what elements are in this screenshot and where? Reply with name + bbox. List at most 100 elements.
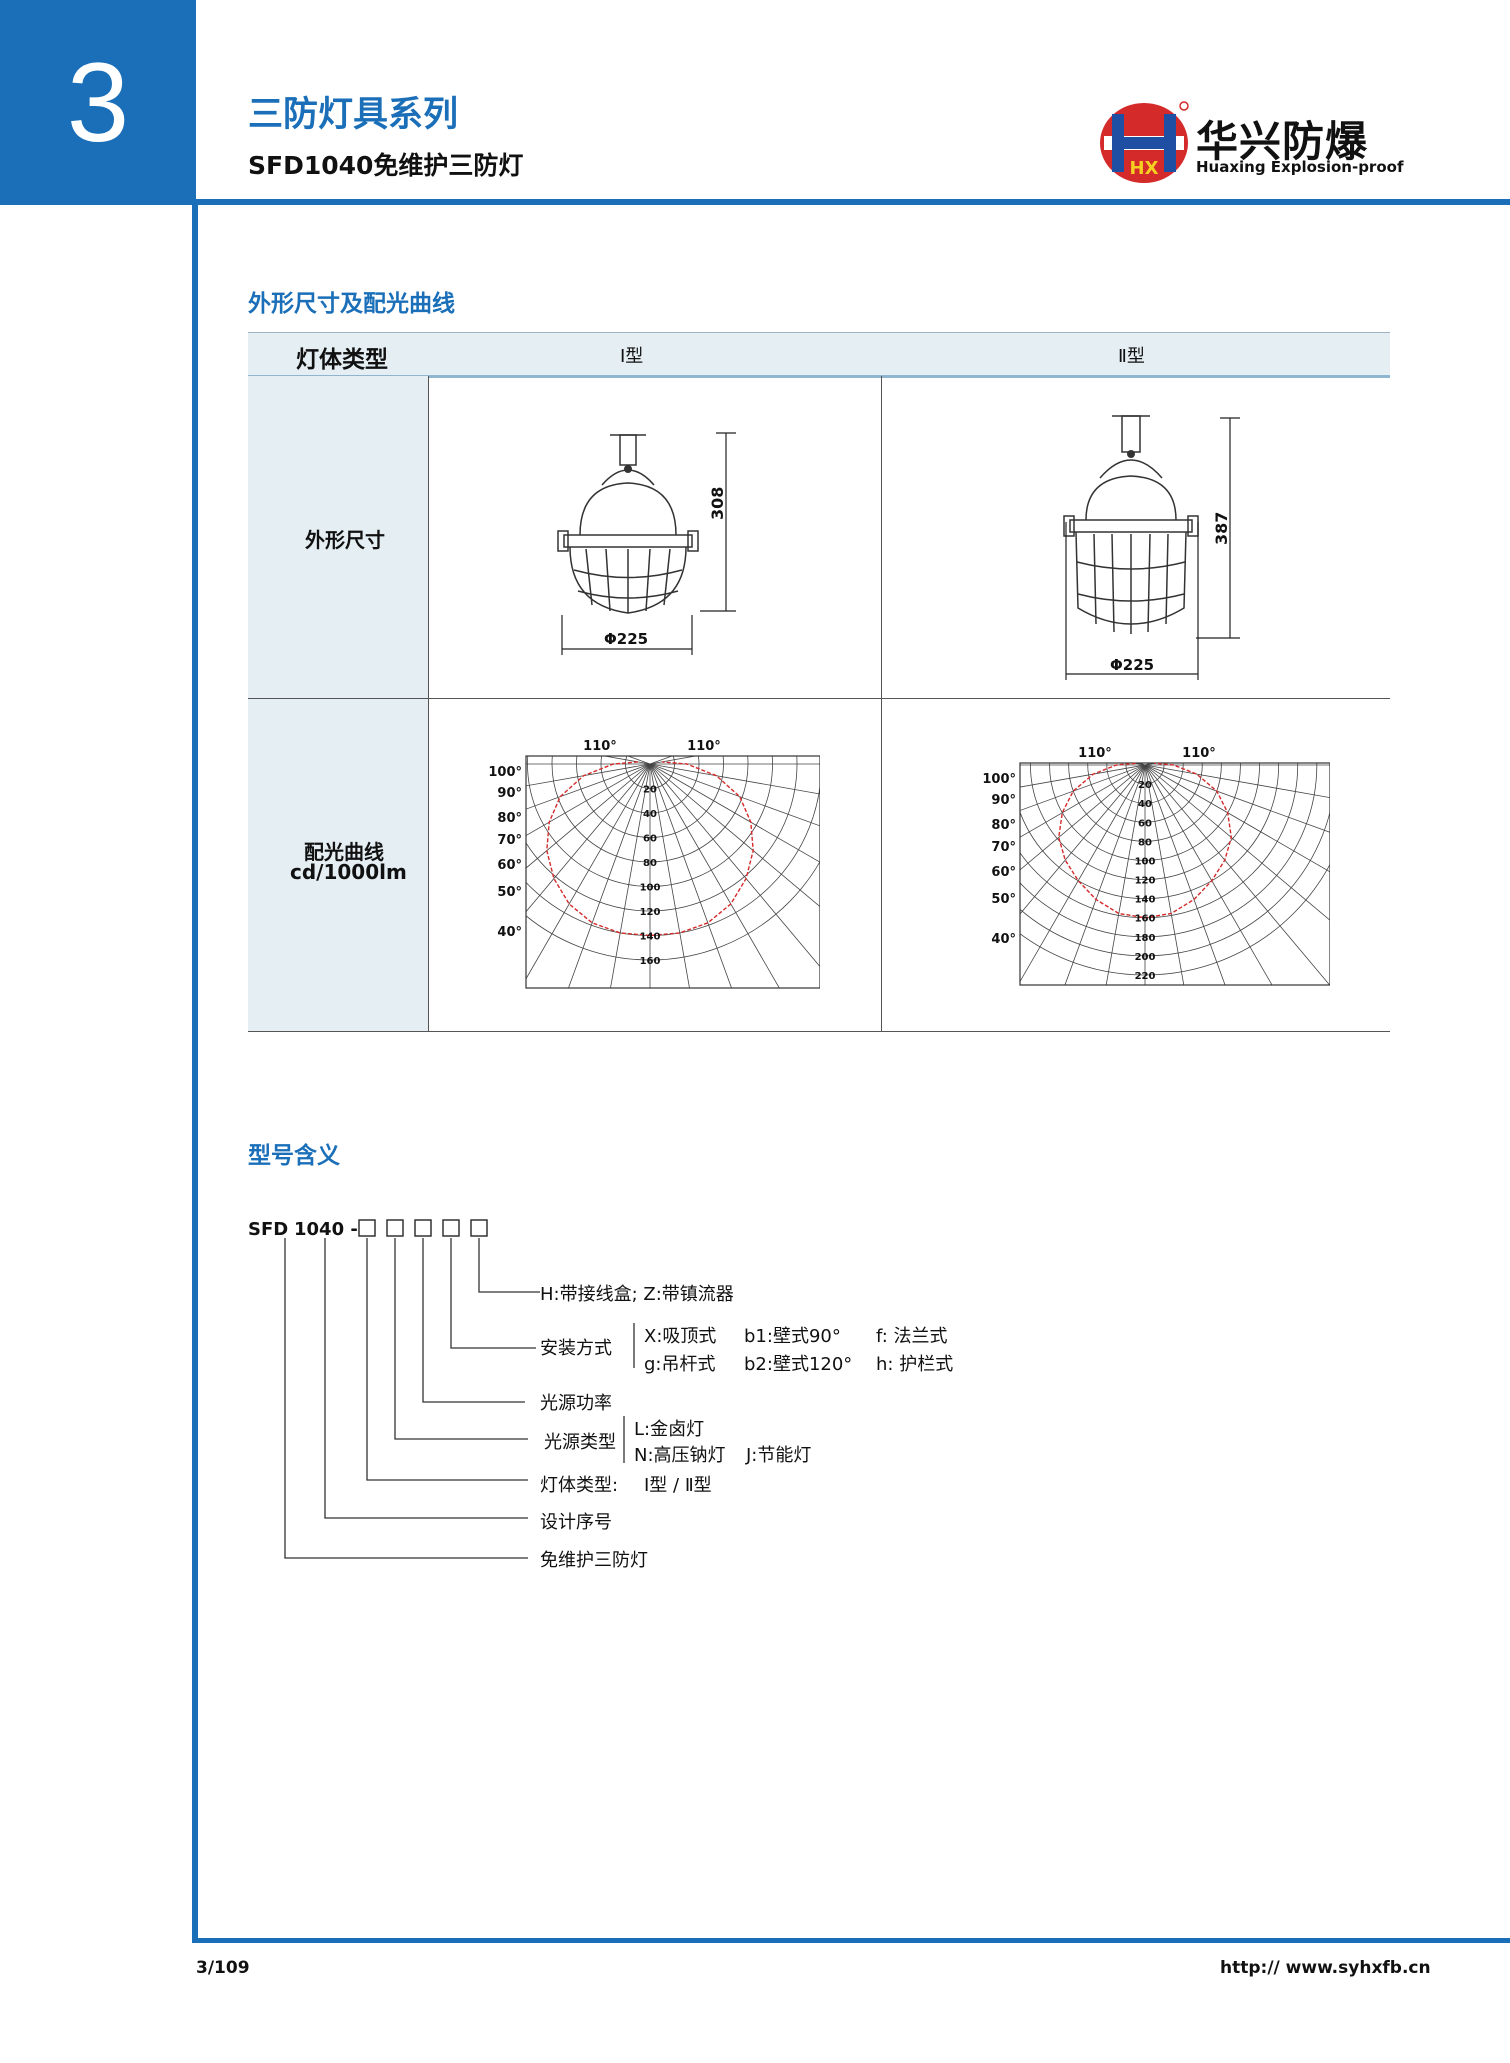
website-url: http:// www.syhxfb.cn — [1220, 1958, 1431, 1978]
type1-diameter-label: Φ225 — [604, 630, 649, 648]
header-body-type: 灯体类型 — [296, 347, 388, 373]
radial-label: 60 — [1138, 818, 1152, 829]
polar-spoke — [568, 763, 651, 988]
polar-spoke — [1138, 763, 1146, 766]
polar-spoke — [602, 756, 651, 765]
product-title: SFD1040免维护三防灯 — [248, 151, 524, 180]
polar-spoke — [649, 756, 698, 765]
section-title-dimensions: 外形尺寸及配光曲线 — [248, 291, 455, 317]
polar-chart-type1: 20406080100120140160110°110°100°100°90°9… — [488, 739, 820, 998]
bottom-angle-label: 20° — [1197, 994, 1222, 995]
type2-height-label: 387 — [1212, 511, 1231, 545]
install-x: X:吸顶式 — [644, 1326, 717, 1347]
polar-spoke — [526, 763, 651, 913]
polar-spoke — [649, 756, 674, 765]
brand-name-en: Huaxing Explosion-proof — [1196, 158, 1404, 176]
left-angle-label: 40° — [497, 925, 522, 940]
lamp-type1-drawing — [557, 432, 736, 655]
row-label-column — [248, 376, 428, 1031]
radial-label: 80 — [643, 858, 657, 869]
code-prefix: SFD — [248, 1219, 289, 1240]
polar-spoke — [649, 763, 732, 988]
polar-frame — [1019, 762, 1330, 986]
polar-spoke — [1144, 764, 1330, 799]
install-g: g:吊杆式 — [644, 1354, 716, 1375]
polar-spoke — [1131, 763, 1146, 766]
polar-spoke — [526, 763, 651, 837]
left-angle-label: 70° — [497, 833, 522, 848]
polar-spoke — [1144, 764, 1226, 985]
page-number: 3/109 — [196, 1958, 250, 1978]
body-type-label: 灯体类型: — [540, 1475, 619, 1496]
polar-spoke — [1105, 764, 1146, 985]
polar-spoke — [649, 763, 690, 988]
bottom-angle-label: 20° — [580, 997, 605, 998]
table-bottom-rule — [248, 1031, 1390, 1032]
radial-label: 100 — [1135, 856, 1156, 867]
bottom-angle-label: 30° — [1037, 994, 1062, 995]
radial-label: 120 — [640, 907, 661, 918]
top-angle-label: 110° — [1182, 746, 1216, 761]
radial-label: 160 — [1135, 914, 1156, 925]
bottom-angle-label: 10° — [609, 997, 634, 998]
header-type1: Ⅰ型 — [620, 346, 644, 367]
install-h: h: 护栏式 — [876, 1354, 954, 1375]
polar-spoke — [1144, 764, 1185, 985]
series-title: 三防灯具系列 — [248, 95, 459, 135]
table-header-row — [248, 332, 1390, 378]
polar-spoke — [1020, 764, 1146, 811]
polar-spoke — [1020, 764, 1146, 788]
table-divider-1 — [428, 376, 429, 1031]
install-label: 安装方式 — [540, 1338, 612, 1359]
radial-label: 20 — [643, 785, 657, 796]
bottom-angle-label: 0° — [642, 997, 658, 998]
product-name-label: 免维护三防灯 — [540, 1550, 648, 1571]
source-n: N:高压钠灯 — [634, 1445, 726, 1466]
polar-spoke — [1144, 763, 1159, 766]
left-angle-label: 100° — [982, 772, 1016, 787]
left-angle-label: 60° — [991, 865, 1016, 880]
polar-spoke — [626, 756, 651, 765]
lamp-type2-drawing — [1063, 415, 1240, 680]
row-label-curve-unit: cd/1000lm — [290, 860, 407, 884]
radial-label: 120 — [1135, 876, 1156, 887]
radial-label: 200 — [1135, 952, 1156, 963]
model-code-tree — [284, 1219, 635, 1559]
body-type-value: Ⅰ型 / Ⅱ型 — [644, 1475, 712, 1496]
polar-spoke — [1020, 764, 1146, 983]
source-l: L:金卤灯 — [634, 1419, 705, 1440]
polar-spoke — [649, 763, 820, 863]
radial-label: 180 — [1135, 933, 1156, 944]
bottom-angle-label: 20° — [696, 997, 721, 998]
left-angle-label: 50° — [991, 892, 1016, 907]
polar-spoke — [1020, 764, 1146, 871]
type2-diameter-label: Φ225 — [1110, 656, 1155, 674]
row-label-dimensions: 外形尺寸 — [305, 528, 385, 552]
bottom-angle-label: 10° — [1165, 994, 1190, 995]
bottom-angle-label: 20° — [1069, 994, 1094, 995]
top-angle-label: 110° — [1078, 746, 1112, 761]
code-number: 1040 - — [294, 1219, 358, 1240]
chapter-number: 3 — [0, 0, 196, 205]
polar-spoke — [649, 763, 820, 908]
brand-logo-mark: HX — [1100, 101, 1189, 183]
polar-spoke — [649, 763, 820, 795]
polar-spoke — [1144, 764, 1330, 985]
polar-spoke — [526, 763, 651, 810]
logo-mark-text: HX — [1130, 158, 1159, 179]
top-angle-label: 110° — [687, 739, 721, 754]
footer-rule — [192, 1938, 1510, 1943]
left-angle-label: 90° — [991, 793, 1016, 808]
left-angle-label: 80° — [991, 818, 1016, 833]
power-label: 光源功率 — [540, 1393, 612, 1414]
radial-label: 140 — [1135, 895, 1156, 906]
polar-frame — [525, 755, 820, 989]
table-row-divider — [248, 698, 1390, 699]
polar-spoke — [1144, 764, 1330, 921]
header-type2: Ⅱ型 — [1118, 346, 1145, 367]
radial-label: 160 — [640, 956, 661, 967]
design-seq-label: 设计序号 — [540, 1512, 612, 1533]
polar-spoke — [1064, 764, 1146, 985]
brand-name-cn: 华兴防爆 — [1196, 117, 1369, 166]
install-b1: b1:壁式90° — [744, 1326, 841, 1347]
